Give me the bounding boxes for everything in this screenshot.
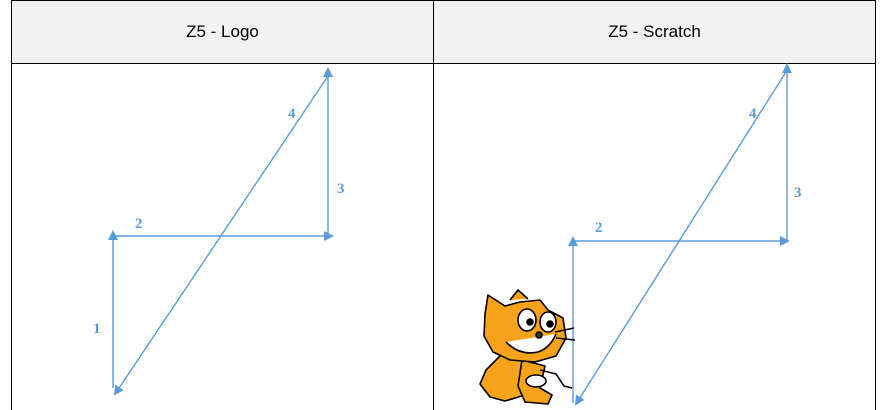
header-scratch: Z5 - Scratch (434, 1, 876, 64)
logo-label-1: 1 (93, 321, 101, 337)
logo-label-4: 4 (288, 106, 296, 122)
logo-path (108, 67, 334, 396)
scratch-label-4: 4 (749, 106, 757, 122)
cell-scratch-diagram (434, 64, 876, 410)
scratch-path (568, 63, 792, 406)
scratch-label-2: 2 (595, 220, 603, 236)
header-logo: Z5 - Logo (12, 1, 434, 64)
comparison-table: Z5 - Logo Z5 - Scratch (11, 0, 876, 410)
header-logo-label: Z5 - Logo (186, 22, 259, 41)
header-scratch-label: Z5 - Scratch (608, 22, 701, 41)
scratch-step-4-arrow (574, 71, 787, 406)
scratch-cat-icon (479, 289, 576, 405)
logo-step-4-arrow (113, 75, 329, 396)
logo-label-2: 2 (135, 216, 143, 232)
logo-label-3: 3 (337, 181, 345, 197)
scratch-label-3: 3 (794, 185, 802, 201)
cell-logo-diagram (12, 64, 434, 410)
